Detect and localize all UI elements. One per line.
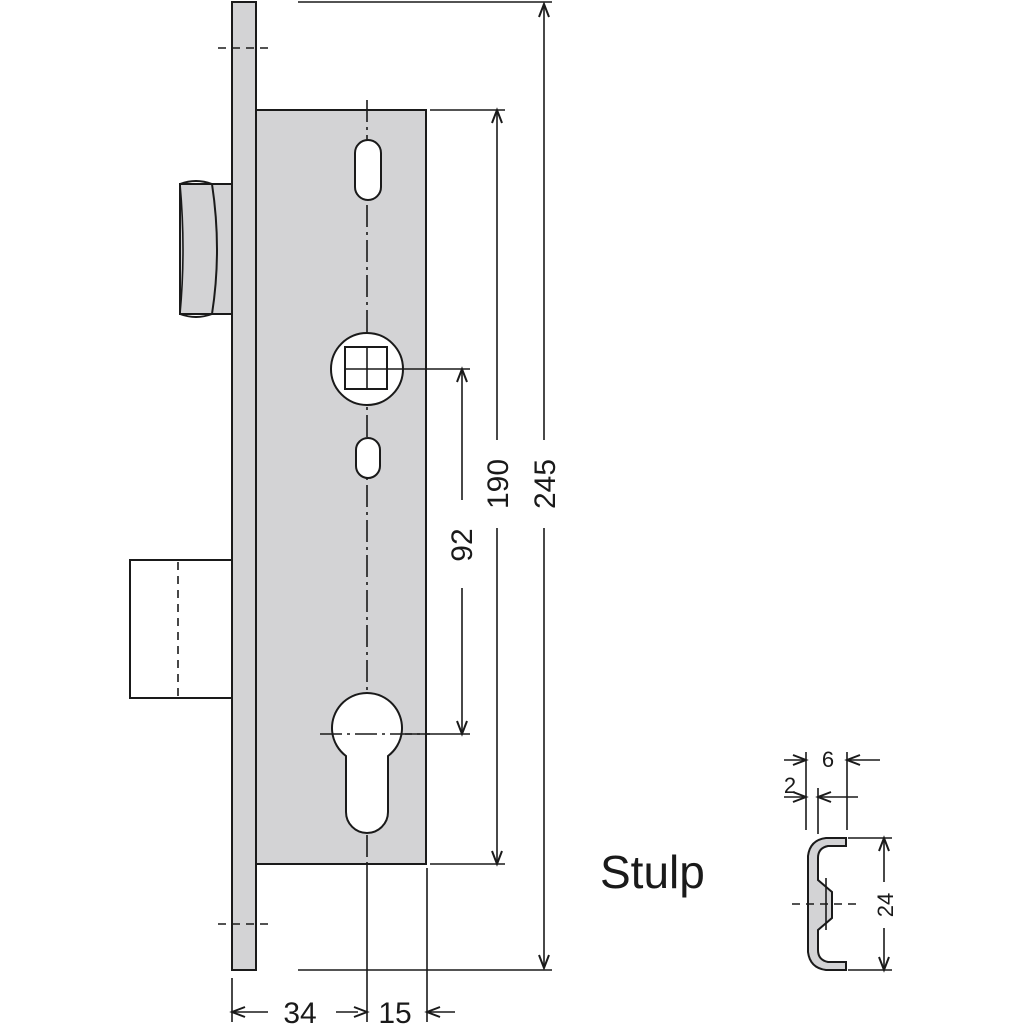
stulp-profile [792,837,856,971]
dimension-245: 245 [298,1,562,971]
dimension-24: 24 [848,835,898,973]
dimension-6: 6 [784,747,880,830]
dimension-190: 190 [430,107,515,867]
faceplate [231,1,257,971]
dimension-2-label: 2 [784,773,796,798]
dimension-15: 15 [378,997,455,1024]
latch-bolt [179,180,233,318]
dimension-6-label: 6 [822,747,834,772]
dimension-190-label: 190 [482,459,515,509]
dimension-15-label: 15 [378,997,411,1024]
dimension-92-label: 92 [446,528,479,561]
cylinder-cutout [320,692,430,834]
dimension-92: 92 [388,366,479,737]
lower-slot [355,437,381,479]
dimension-2: 2 [784,773,858,834]
stulp-label: Stulp [600,846,705,898]
upper-slot [354,139,382,201]
dead-bolt [129,559,233,699]
dimension-24-label: 24 [873,893,898,917]
dimension-34-label: 34 [283,997,316,1024]
dimension-245-label: 245 [529,459,562,509]
handle-follower [330,332,404,406]
dimension-backset: 34 [229,864,428,1024]
